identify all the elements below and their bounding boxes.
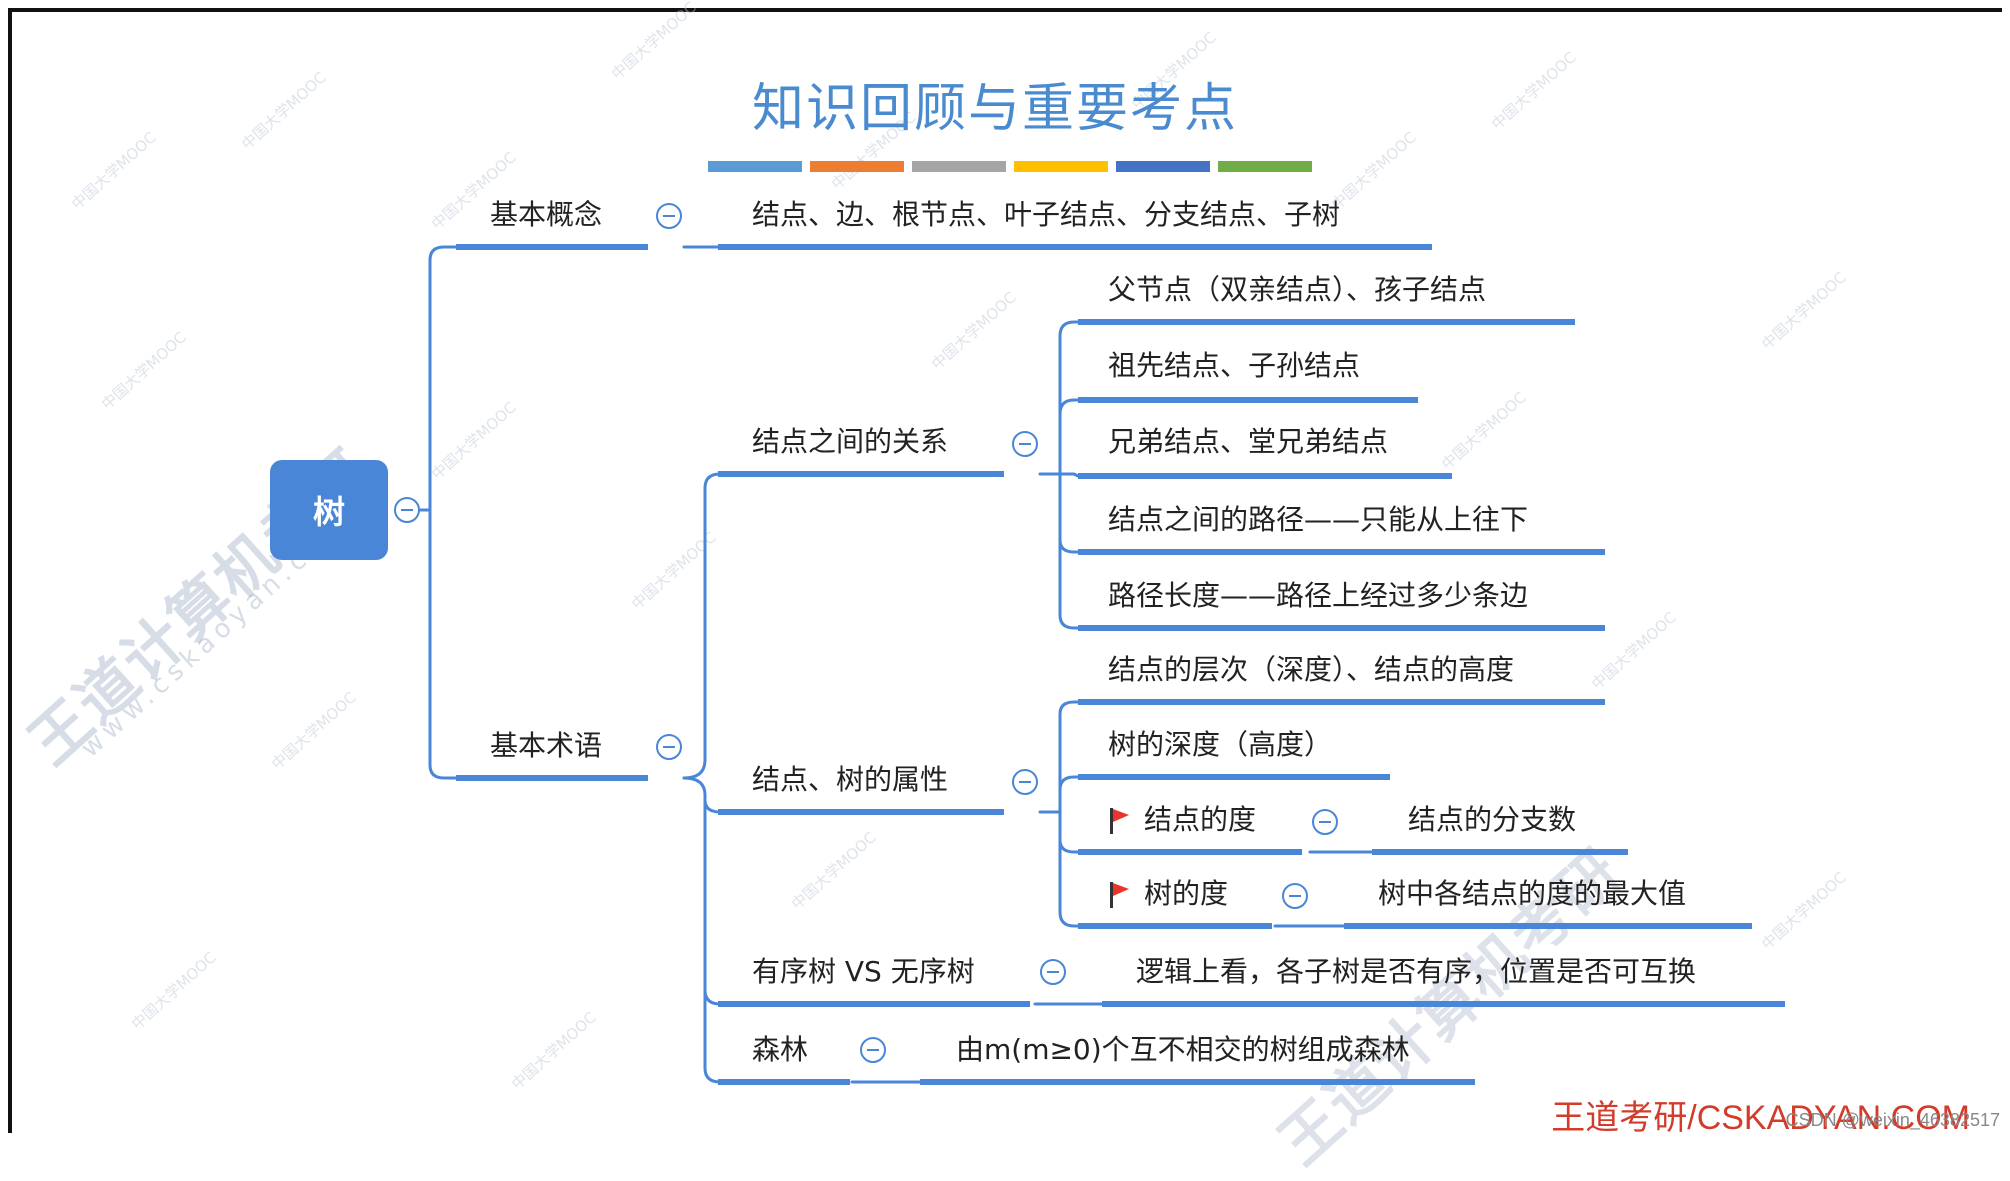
node-node-degree[interactable]: 结点的度 [1144, 803, 1257, 836]
node-tree-degree[interactable]: 树的度 [1144, 877, 1229, 910]
node-ordered-tree[interactable]: 有序树 VS 无序树 [752, 955, 975, 988]
node-attribute-item[interactable]: 结点的层次（深度）、结点的高度 [1108, 653, 1515, 686]
node-relation-item[interactable]: 祖先结点、子孙结点 [1108, 349, 1361, 382]
node-node-degree-detail[interactable]: 结点的分支数 [1408, 803, 1577, 836]
node-basic-concepts[interactable]: 基本概念 [490, 198, 603, 231]
title-bar-segment [1116, 161, 1210, 172]
slide-frame [8, 8, 2002, 1133]
node-attributes[interactable]: 结点、树的属性 [752, 763, 949, 796]
node-ordered-tree-detail[interactable]: 逻辑上看，各子树是否有序，位置是否可互换 [1136, 955, 1697, 988]
node-forest-detail[interactable]: 由m(m≥0)个互不相交的树组成森林 [956, 1033, 1410, 1066]
red-flag-icon [1110, 882, 1129, 908]
node-attribute-item[interactable]: 树的深度（高度） [1108, 728, 1333, 761]
ordered-tree-collapse-toggle[interactable] [1040, 959, 1066, 985]
title-bar-segment [810, 161, 904, 172]
node-forest[interactable]: 森林 [752, 1033, 809, 1066]
footer-brand: 王道考研/CSKADYAN.COM [1551, 1099, 1970, 1137]
red-flag-icon [1110, 808, 1129, 834]
forest-collapse-toggle[interactable] [860, 1037, 886, 1063]
title-bar-segment [1014, 161, 1108, 172]
node-relation-item[interactable]: 父节点（双亲结点）、孩子结点 [1108, 273, 1487, 306]
node-relations[interactable]: 结点之间的关系 [752, 425, 949, 458]
relations-collapse-toggle[interactable] [1012, 431, 1038, 457]
node-basic-terms[interactable]: 基本术语 [490, 729, 603, 762]
title-bar-segment [708, 161, 802, 172]
root-node[interactable]: 树 [270, 460, 388, 560]
connector-lines [418, 244, 1785, 1085]
node-relation-item[interactable]: 兄弟结点、堂兄弟结点 [1108, 425, 1389, 458]
node-tree-degree-detail[interactable]: 树中各结点的度的最大值 [1378, 877, 1687, 910]
node-degree-collapse-toggle[interactable] [1312, 809, 1338, 835]
title-bar-segment [1218, 161, 1312, 172]
csdn-watermark: CSDN @weixin_46382517 [1785, 1110, 2000, 1130]
tree-degree-collapse-toggle[interactable] [1282, 883, 1308, 909]
basic-terms-collapse-toggle[interactable] [656, 734, 682, 760]
page-title: 知识回顾与重要考点 [751, 79, 1238, 139]
basic-concepts-collapse-toggle[interactable] [656, 203, 682, 229]
node-relation-item[interactable]: 路径长度——路径上经过多少条边 [1108, 579, 1529, 612]
node-relation-item[interactable]: 结点之间的路径——只能从上往下 [1108, 503, 1529, 536]
attributes-collapse-toggle[interactable] [1012, 769, 1038, 795]
title-bar-segment [912, 161, 1006, 172]
root-collapse-toggle[interactable] [394, 497, 420, 523]
node-basic-concepts-detail[interactable]: 结点、边、根节点、叶子结点、分支结点、子树 [752, 198, 1341, 231]
